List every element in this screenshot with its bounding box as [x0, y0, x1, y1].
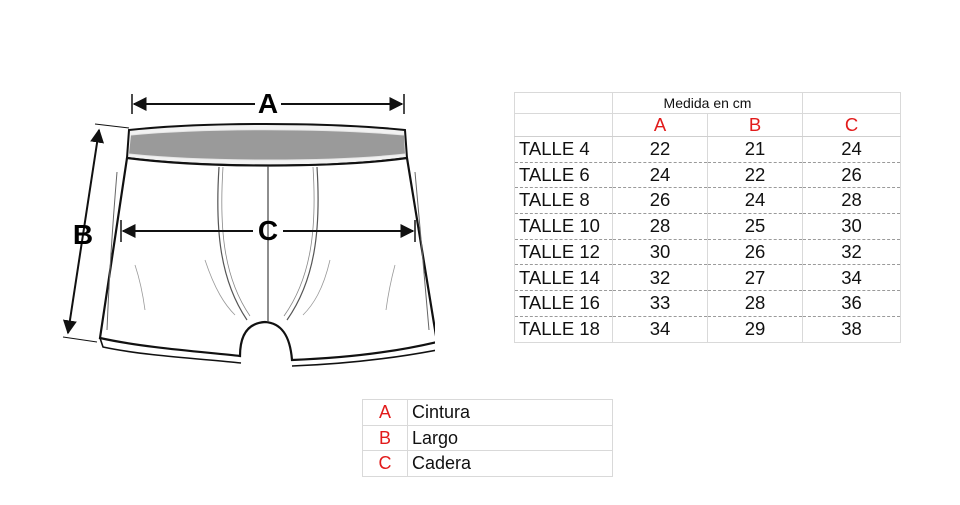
dimension-a: A [131, 88, 405, 119]
size-cell: TALLE 14 [514, 264, 613, 292]
dimension-label-b: B [73, 219, 93, 250]
column-letters-row: A B C [514, 113, 901, 137]
legend-description: Cadera [407, 450, 613, 477]
measure-b-cell: 24 [707, 187, 803, 215]
dimension-label-c: C [258, 215, 278, 246]
measure-c-cell: 30 [802, 213, 901, 240]
unit-header: Medida en cm [612, 92, 803, 114]
measure-c-cell: 38 [802, 316, 901, 343]
size-cell: TALLE 6 [514, 162, 613, 189]
size-cell: TALLE 18 [514, 316, 613, 343]
column-letter-empty [514, 113, 613, 137]
measure-c-cell: 36 [802, 290, 901, 317]
column-letter-a: A [612, 113, 708, 137]
size-cell: TALLE 12 [514, 239, 613, 266]
measure-b-cell: 26 [707, 239, 803, 266]
measure-c-cell: 32 [802, 239, 901, 266]
size-cell: TALLE 10 [514, 213, 613, 240]
table-header-empty [514, 92, 613, 114]
measure-c-cell: 34 [802, 264, 901, 292]
measure-c-cell: 24 [802, 136, 901, 163]
measure-a-cell: 24 [612, 162, 708, 189]
dimension-label-a: A [258, 88, 278, 119]
dimension-c: C [120, 215, 416, 246]
boxer-body [98, 156, 435, 367]
boxer-illustration: A B [62, 88, 435, 367]
column-letter-c: C [802, 113, 901, 137]
measure-a-cell: 33 [612, 290, 708, 317]
waistband [125, 123, 409, 167]
legend-letter: B [362, 424, 408, 452]
size-cell: TALLE 16 [514, 290, 613, 317]
measure-b-cell: 29 [707, 316, 803, 343]
measure-b-cell: 21 [707, 136, 803, 163]
measure-a-cell: 26 [612, 187, 708, 215]
measure-c-cell: 28 [802, 187, 901, 215]
dimension-b: B [62, 123, 130, 343]
legend-description: Largo [407, 424, 613, 452]
measure-b-cell: 25 [707, 213, 803, 240]
measure-a-cell: 34 [612, 316, 708, 343]
boxer-measurement-figure: A B [55, 80, 435, 380]
legend-letter: A [362, 399, 408, 426]
measure-a-cell: 28 [612, 213, 708, 240]
table-header-empty [802, 92, 901, 114]
measure-a-cell: 32 [612, 264, 708, 292]
column-letter-b: B [707, 113, 803, 137]
size-cell: TALLE 8 [514, 187, 613, 215]
measure-b-cell: 22 [707, 162, 803, 189]
table-header-row: Medida en cm [514, 92, 901, 114]
measure-a-cell: 30 [612, 239, 708, 266]
legend-description: Cintura [407, 399, 613, 426]
legend-letter: C [362, 450, 408, 477]
measure-a-cell: 22 [612, 136, 708, 163]
measure-c-cell: 26 [802, 162, 901, 189]
measure-b-cell: 27 [707, 264, 803, 292]
measure-b-cell: 28 [707, 290, 803, 317]
size-cell: TALLE 4 [514, 136, 613, 163]
